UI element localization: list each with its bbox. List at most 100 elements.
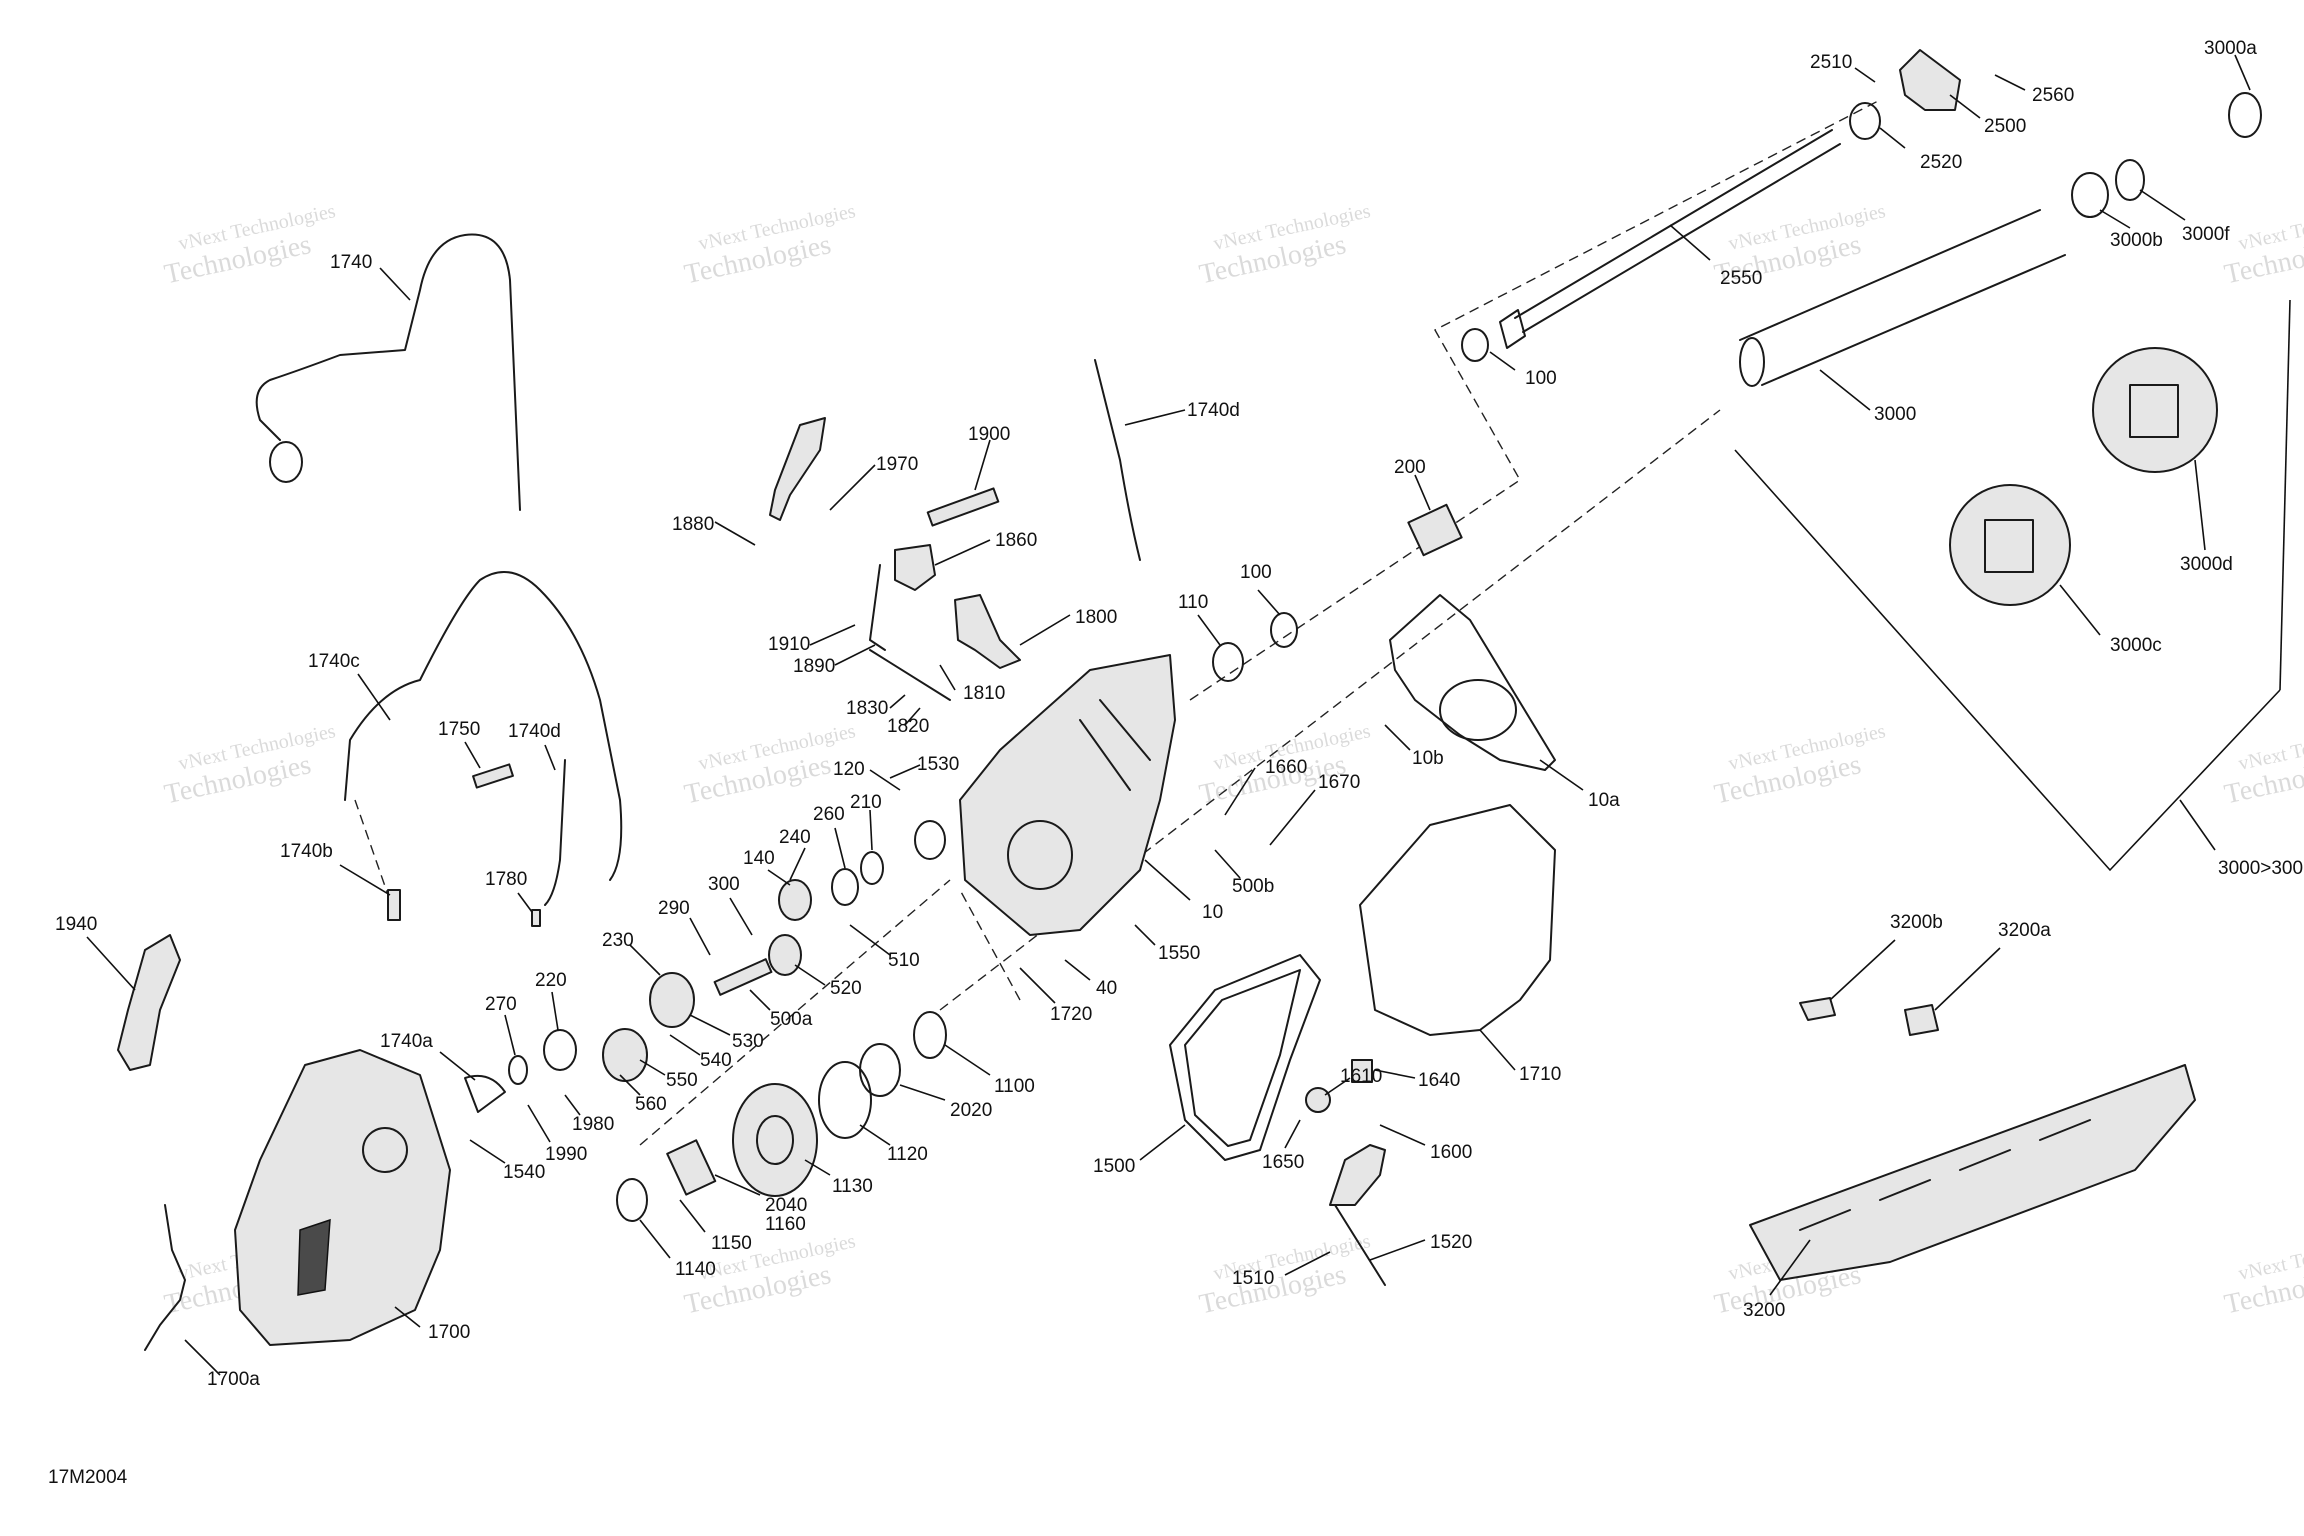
callout-label: 1740d bbox=[1187, 400, 1240, 421]
callout-label: 1130 bbox=[832, 1176, 873, 1197]
part-3200-track-lugs bbox=[1799, 1119, 2091, 1231]
part-110-bearing bbox=[1212, 642, 1244, 682]
leader-1990 bbox=[527, 1104, 551, 1143]
leader-1780 bbox=[517, 892, 533, 913]
callout-label: 1140 bbox=[675, 1259, 716, 1280]
axis-lower-gears bbox=[639, 879, 951, 1146]
leader-1940 bbox=[86, 936, 136, 991]
part-2520-bearing bbox=[1849, 102, 1881, 140]
part-1890-link bbox=[869, 564, 886, 651]
callout-label: 1540 bbox=[503, 1162, 545, 1183]
parts bbox=[117, 49, 2262, 1351]
callout-label: 2020 bbox=[950, 1100, 992, 1121]
part-1640-bushing bbox=[1351, 1059, 1373, 1083]
leader-530 bbox=[689, 1014, 731, 1036]
leader-1710 bbox=[1479, 1029, 1516, 1071]
callout-label: 1750 bbox=[438, 719, 480, 740]
leader-270 bbox=[504, 1014, 516, 1056]
callout-label: 2520 bbox=[1920, 152, 1962, 173]
part-1500-belt bbox=[1169, 954, 1321, 1161]
leader-2520 bbox=[1879, 127, 1906, 149]
callout-label: 1600 bbox=[1430, 1142, 1472, 1163]
part-1130-gear bbox=[732, 1083, 818, 1197]
callout-label: 560 bbox=[635, 1094, 667, 1115]
part-10-bore bbox=[1007, 820, 1073, 890]
leader-550 bbox=[639, 1059, 666, 1076]
part-1740c-line bbox=[344, 571, 623, 881]
part-1900-rod bbox=[926, 487, 1000, 527]
callout-label: 1120 bbox=[887, 1144, 928, 1165]
group-bracket-3000 bbox=[1734, 449, 2281, 872]
leader-1700a bbox=[184, 1339, 221, 1376]
part-210-ring bbox=[860, 851, 884, 885]
part-500a-shaft bbox=[713, 958, 773, 996]
leader-540 bbox=[669, 1034, 701, 1056]
callout-labels: 1740 1740c 1750 1740d 1740b 1780 1940 17… bbox=[55, 38, 2303, 1390]
leader-200 bbox=[1414, 474, 1431, 511]
part-1740-clamp bbox=[269, 441, 303, 483]
part-3000d-sprocket bbox=[2092, 347, 2218, 473]
leader-1800 bbox=[1019, 614, 1071, 646]
callout-label: 1980 bbox=[572, 1114, 614, 1135]
callout-label: 1780 bbox=[485, 869, 527, 890]
part-1160-bushing bbox=[666, 1139, 717, 1196]
leader-3000-group bbox=[2179, 799, 2216, 851]
leader-1830 bbox=[889, 694, 906, 709]
part-3000c-hub bbox=[1984, 519, 2034, 573]
callout-label: 1800 bbox=[1075, 607, 1117, 628]
callout-label: 240 bbox=[779, 827, 811, 848]
part-1800-fork bbox=[954, 594, 1021, 669]
part-1700-sensor bbox=[297, 1218, 331, 1296]
leader-510 bbox=[849, 924, 891, 956]
part-3200-track bbox=[1749, 1064, 2196, 1281]
part-1780-pin bbox=[531, 909, 541, 927]
part-2550-spline-end bbox=[1499, 309, 1526, 349]
leader-40 bbox=[1064, 959, 1091, 981]
part-3000c-sprocket bbox=[1949, 484, 2071, 606]
watermark: vNext Technologies Technologies bbox=[2222, 1230, 2304, 1320]
part-3000-shaft bbox=[1739, 209, 2066, 386]
callout-label: 10b bbox=[1412, 748, 1444, 769]
leader-1600 bbox=[1379, 1124, 1426, 1146]
callout-label: 10 bbox=[1202, 902, 1223, 923]
leader-1910 bbox=[809, 624, 856, 646]
callout-label: 1550 bbox=[1158, 943, 1200, 964]
drawing-code: 17M2004 bbox=[48, 1467, 128, 1488]
watermark: vNext Technologies Technologies bbox=[682, 200, 858, 290]
callout-label: 1990 bbox=[545, 1144, 587, 1165]
callout-label: 100 bbox=[1525, 368, 1557, 389]
watermark: vNext Technologies Technologies bbox=[1197, 200, 1373, 290]
leader-2040 bbox=[714, 1174, 761, 1196]
part-1860-bracket bbox=[894, 544, 936, 591]
watermark: vNext Technologies Technologies bbox=[1712, 720, 1888, 810]
callout-label: 1810 bbox=[963, 683, 1005, 704]
callout-label: 1100 bbox=[994, 1076, 1035, 1097]
part-120-ring bbox=[914, 820, 946, 860]
leader-1510 bbox=[1284, 1251, 1331, 1276]
leader-3000d bbox=[2194, 459, 2206, 551]
leader-3000c bbox=[2059, 584, 2101, 636]
axis-upper-shaft bbox=[1189, 99, 1881, 701]
leader-290 bbox=[689, 917, 711, 956]
callout-label: 1740d bbox=[508, 721, 561, 742]
leader-1670 bbox=[1269, 789, 1316, 846]
leader-1640 bbox=[1374, 1069, 1416, 1079]
leader-1720 bbox=[1019, 967, 1056, 1004]
leader-3000f bbox=[2139, 189, 2186, 221]
leader-2500 bbox=[1949, 94, 1981, 119]
part-3000-shaft-end bbox=[1739, 337, 1765, 387]
leader-1140 bbox=[639, 1219, 671, 1259]
callout-label: 3000a bbox=[2204, 38, 2257, 59]
leader-1550 bbox=[1134, 924, 1156, 946]
axis-output bbox=[959, 889, 1021, 1001]
leader-3000b bbox=[2099, 209, 2131, 229]
leader-520 bbox=[794, 964, 826, 986]
watermark: vNext Technologies Technologies bbox=[2222, 200, 2304, 290]
part-1750-clip bbox=[472, 763, 514, 789]
callout-label: 1150 bbox=[711, 1233, 752, 1254]
leader-1520 bbox=[1369, 1239, 1426, 1261]
callout-label: 3000c bbox=[2110, 635, 2162, 656]
part-2500-flange bbox=[1899, 49, 1961, 111]
callout-label: 3000f bbox=[2182, 224, 2230, 245]
part-230-gear bbox=[649, 972, 695, 1028]
